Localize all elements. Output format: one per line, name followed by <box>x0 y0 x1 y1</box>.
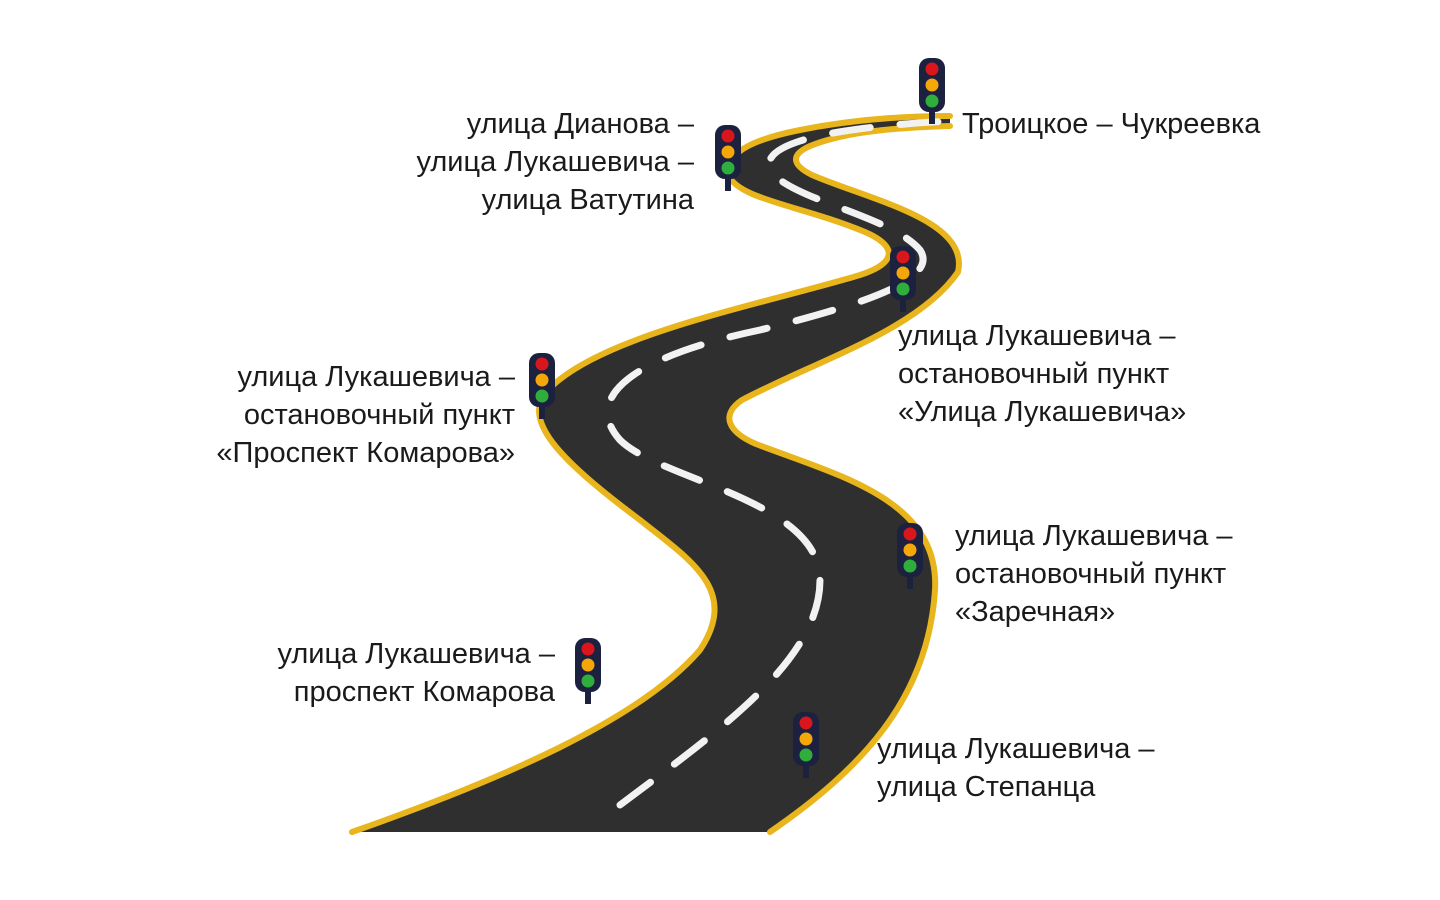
green-lamp <box>799 748 813 762</box>
stop-label-line: улица Лукашевича – <box>277 638 555 670</box>
amber-lamp <box>799 732 813 746</box>
stop-label-op-zarechnaya: улица Лукашевича – остановочный пункт «З… <box>955 517 1233 631</box>
road-edge-right <box>726 123 962 835</box>
traffic-light-pole <box>900 296 906 312</box>
amber-lamp <box>581 658 595 672</box>
road-edge-left <box>349 113 953 835</box>
red-lamp <box>799 716 813 730</box>
amber-lamp <box>896 266 910 280</box>
stop-label-line: «Улица Лукашевича» <box>898 396 1187 428</box>
road-body <box>352 116 959 832</box>
traffic-light-icon <box>919 58 945 124</box>
amber-lamp <box>903 543 917 557</box>
stop-label-line: остановочный пункт <box>898 358 1170 390</box>
stop-label-op-lukashevicha: улица Лукашевича – остановочный пункт «У… <box>898 317 1186 431</box>
stop-label-line: Троицкое – Чукреевка <box>962 108 1261 140</box>
traffic-light-icon <box>897 523 923 589</box>
traffic-light-icon <box>793 712 819 778</box>
stop-label-line: улица Лукашевича – <box>955 520 1233 552</box>
traffic-light-pole <box>539 403 545 419</box>
red-lamp <box>581 642 595 656</box>
stop-label-op-komarova: улица Лукашевича – остановочный пункт «П… <box>216 358 515 472</box>
stop-label-line: «Заречная» <box>955 596 1116 628</box>
traffic-light-pole <box>907 573 913 589</box>
green-lamp <box>581 674 595 688</box>
traffic-light-icon <box>575 638 601 704</box>
red-lamp <box>721 129 735 143</box>
green-lamp <box>535 389 549 403</box>
stop-label-line: улица Дианова – <box>466 108 694 140</box>
road-center-line <box>604 117 954 809</box>
stop-label-dianova: улица Дианова – улица Лукашевича – улица… <box>416 105 694 219</box>
stop-label-troitskoe: Троицкое – Чукреевка <box>962 105 1260 143</box>
stop-label-line: проспект Комарова <box>293 676 555 708</box>
stop-label-line: улица Лукашевича – <box>898 320 1176 352</box>
red-lamp <box>535 357 549 371</box>
stop-label-line: улица Ватутина <box>481 184 694 216</box>
stop-label-line: улица Лукашевича – <box>237 361 515 393</box>
traffic-lights <box>529 58 945 778</box>
amber-lamp <box>535 373 549 387</box>
green-lamp <box>925 94 939 108</box>
red-lamp <box>903 527 917 541</box>
stop-label-line: «Проспект Комарова» <box>216 437 515 469</box>
stop-label-pr-komarova: улица Лукашевича – проспект Комарова <box>277 635 555 711</box>
stop-label-line: улица Степанца <box>877 771 1096 803</box>
red-lamp <box>896 250 910 264</box>
traffic-light-icon <box>890 246 916 312</box>
traffic-light-icon <box>529 353 555 419</box>
traffic-light-pole <box>585 688 591 704</box>
stop-label-line: улица Лукашевича – <box>416 146 694 178</box>
traffic-light-pole <box>803 762 809 778</box>
traffic-light-pole <box>929 108 935 124</box>
winding-road <box>349 113 962 835</box>
stop-label-line: остановочный пункт <box>243 399 515 431</box>
traffic-light-pole <box>725 175 731 191</box>
green-lamp <box>896 282 910 296</box>
stop-label-line: улица Лукашевича – <box>877 733 1155 765</box>
traffic-light-icon <box>715 125 741 191</box>
red-lamp <box>925 62 939 76</box>
stop-label-line: остановочный пункт <box>955 558 1227 590</box>
green-lamp <box>903 559 917 573</box>
amber-lamp <box>721 145 735 159</box>
amber-lamp <box>925 78 939 92</box>
stop-label-stepantsa: улица Лукашевича – улица Степанца <box>877 730 1155 806</box>
green-lamp <box>721 161 735 175</box>
